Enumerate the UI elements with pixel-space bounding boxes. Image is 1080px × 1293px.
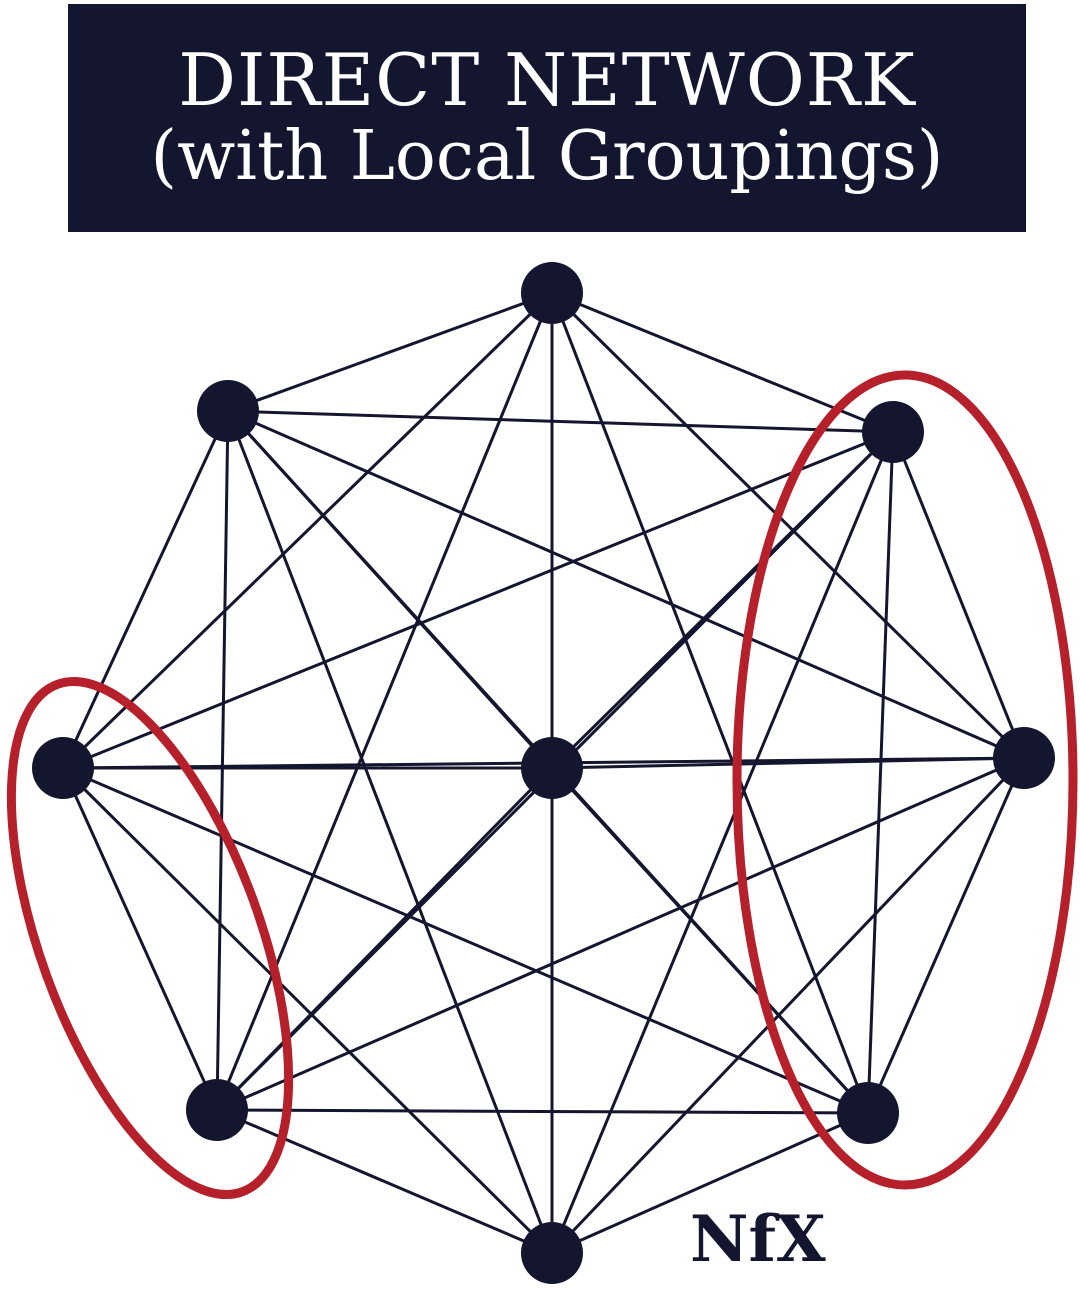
edge-right-lower-right — [866, 757, 1026, 1114]
edge-right-bottom — [550, 756, 1026, 1255]
edge-upper-left-lower-left — [215, 410, 230, 1111]
node-lower-right — [837, 1082, 899, 1144]
edge-top-left — [61, 291, 554, 770]
edge-left-bottom — [61, 766, 554, 1255]
edge-lower-left-bottom — [216, 1108, 553, 1255]
node-left — [32, 737, 94, 799]
edge-lower-right-bottom — [551, 1111, 869, 1255]
node-upper-right — [862, 401, 924, 463]
edge-right-lower-left — [216, 756, 1025, 1112]
right-group-ellipse — [732, 370, 1078, 1190]
nfx-logo: NfX — [690, 1202, 826, 1277]
edge-top-lower-right — [550, 292, 870, 1114]
node-top — [521, 262, 583, 324]
edge-upper-right-right — [891, 431, 1026, 759]
left-group-ellipse — [6, 677, 294, 1199]
title-line-1: DIRECT NETWORK — [178, 38, 916, 123]
groupings-layer — [6, 370, 1078, 1199]
title-banner: DIRECT NETWORK (with Local Groupings) — [68, 4, 1026, 232]
node-right — [993, 727, 1055, 789]
node-bottom — [521, 1222, 583, 1284]
edge-left-lower-left — [61, 767, 219, 1111]
edge-upper-left-bottom — [226, 410, 554, 1254]
edge-center-lower-left — [215, 766, 554, 1112]
edge-top-upper-left — [227, 291, 553, 413]
edge-left-lower-right — [62, 766, 869, 1115]
node-lower-left — [186, 1079, 248, 1141]
node-upper-left — [197, 380, 259, 442]
edge-top-right — [550, 291, 1026, 760]
edge-upper-right-left — [62, 430, 894, 770]
edge-upper-left-left — [61, 410, 230, 769]
edge-upper-right-lower-right — [866, 431, 895, 1114]
edge-upper-left-right — [227, 409, 1025, 760]
edge-top-upper-right — [551, 291, 894, 434]
edge-upper-right-bottom — [550, 431, 895, 1254]
edge-center-right — [551, 756, 1025, 770]
edge-upper-left-upper-right — [227, 409, 894, 434]
edge-center-lower-right — [550, 766, 870, 1115]
edge-lower-left-lower-right — [216, 1108, 869, 1115]
title-line-2: (with Local Groupings) — [150, 117, 944, 197]
node-center — [521, 737, 583, 799]
nodes-layer — [32, 262, 1055, 1284]
